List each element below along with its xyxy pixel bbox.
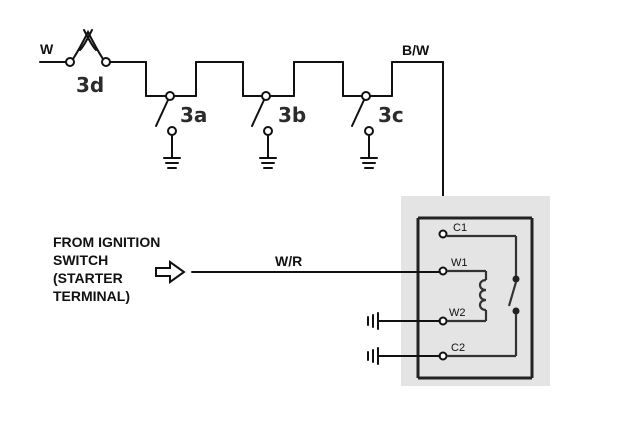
switch-3b: 3b xyxy=(242,91,306,169)
note-line-4: TERMINAL) xyxy=(53,288,130,304)
ignition-switch-note: FROM IGNITION SWITCH (STARTER TERMINAL) xyxy=(53,234,160,304)
bw-wire-label: B/W xyxy=(402,42,430,58)
note-line-1: FROM IGNITION xyxy=(53,234,160,250)
terminal-w1 xyxy=(438,266,448,276)
switch-3d: 3d xyxy=(65,29,111,97)
relay-panel xyxy=(401,196,550,386)
ground-c2 xyxy=(367,347,441,365)
note-line-2: SWITCH xyxy=(53,252,108,268)
switch-3c: 3c xyxy=(342,91,404,169)
switch-3a: 3a xyxy=(145,91,207,169)
wr-wire: W/R xyxy=(191,253,441,273)
input-arrow-icon xyxy=(155,260,186,284)
switch-3b-label: 3b xyxy=(278,103,306,127)
terminal-w1-label: W1 xyxy=(451,257,468,269)
terminal-c2-label: C2 xyxy=(451,342,465,354)
ground-w2 xyxy=(367,312,441,330)
terminal-c1 xyxy=(438,229,448,239)
note-line-3: (STARTER xyxy=(53,270,123,286)
switch-chain: W 3d 3a xyxy=(39,29,444,233)
wr-wire-label: W/R xyxy=(275,253,302,269)
switch-3d-label: 3d xyxy=(76,73,104,97)
switch-3a-label: 3a xyxy=(180,103,207,127)
relay-coil xyxy=(447,269,488,323)
terminal-c1-label: C1 xyxy=(453,222,467,234)
w-wire-label: W xyxy=(40,41,54,57)
switch-3c-label: 3c xyxy=(378,103,404,127)
terminal-w2-label: W2 xyxy=(449,307,466,319)
relay: C1 W1 W2 C2 xyxy=(401,196,550,386)
